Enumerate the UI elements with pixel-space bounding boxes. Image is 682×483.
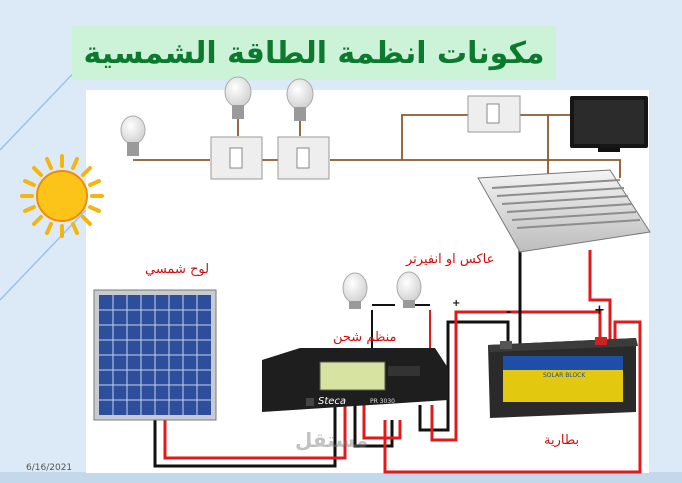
inverter-minus-mark: - — [506, 305, 512, 320]
slide-date: 6/16/2021 — [26, 463, 73, 473]
sun-icon — [20, 154, 104, 238]
inverter-unit — [477, 169, 651, 253]
solar-panel-label: لوح شمسي — [145, 262, 210, 277]
inverter-label: عاكس او انفيرتر — [406, 252, 495, 267]
controller-brand: Steca — [318, 396, 347, 407]
charge-controller-label: منظم شحن — [333, 330, 397, 345]
inverter-plus-mark: + — [594, 303, 605, 318]
dc-wiring — [153, 250, 642, 474]
light-bulb-icon — [396, 271, 422, 308]
battery — [488, 337, 638, 418]
page-title: مكونات انظمة الطاقة الشمسية — [83, 35, 545, 71]
battery-label: بطارية — [544, 433, 580, 448]
solar-panel — [93, 289, 217, 421]
wall-switch-icon — [467, 95, 521, 133]
load-plus-mark: + — [452, 298, 461, 309]
controller-model: PR 3030 — [370, 398, 395, 405]
wall-switch-icon — [210, 136, 263, 180]
tv-icon — [570, 96, 648, 152]
light-bulb-icon — [224, 76, 252, 119]
battery-brand: SOLAR BLOCK — [543, 372, 586, 379]
light-bulb-icon — [120, 115, 146, 156]
light-bulb-icon — [342, 272, 368, 309]
watermark: مستقل — [295, 428, 369, 452]
charge-controller — [262, 348, 448, 412]
title-banner: مكونات انظمة الطاقة الشمسية — [72, 26, 556, 80]
wall-switch-icon — [277, 136, 330, 180]
light-bulb-icon — [286, 78, 314, 121]
